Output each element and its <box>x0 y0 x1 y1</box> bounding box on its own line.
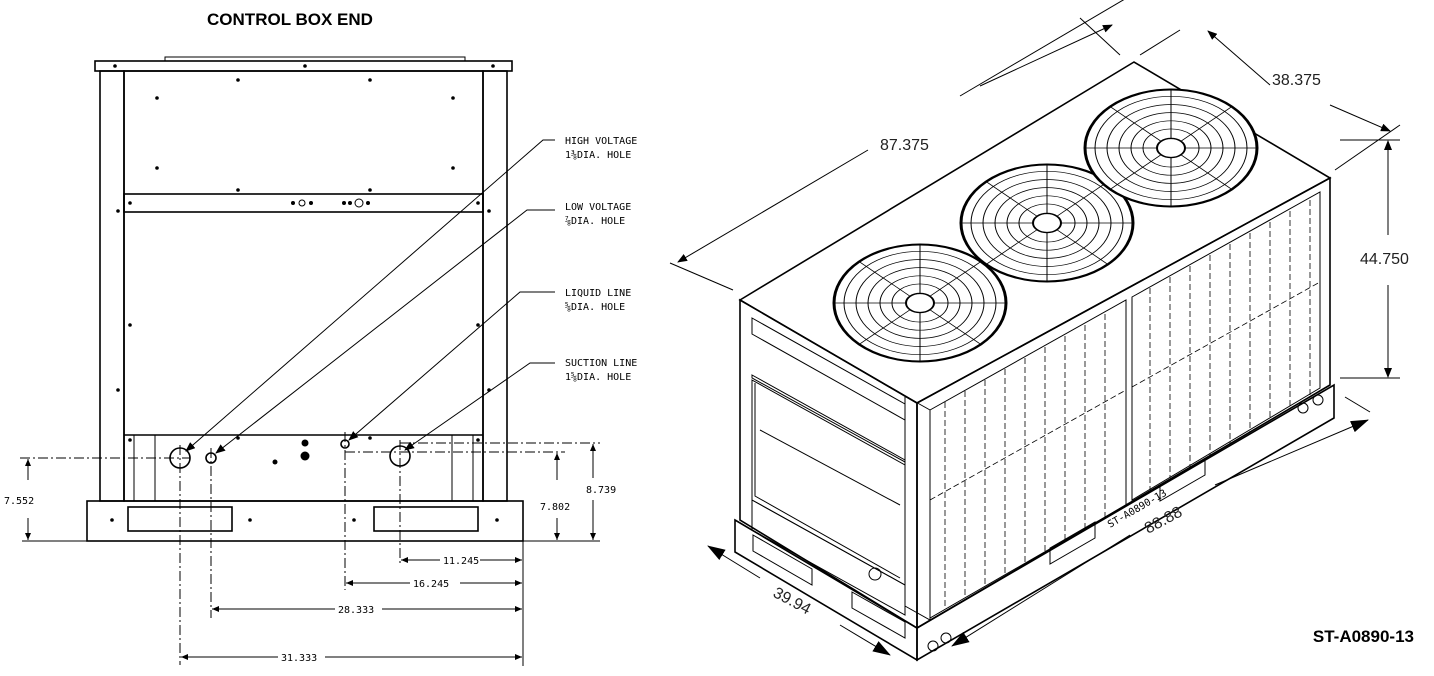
dim-w1: 11.245 <box>443 556 479 567</box>
dim-w3: 28.333 <box>338 605 374 616</box>
dim-height: 44.750 <box>1360 251 1409 268</box>
dim-top-width: 38.375 <box>1272 72 1321 89</box>
callout-low-voltage-line1: LOW VOLTAGE <box>565 202 631 213</box>
callout-high-voltage-line2: 1⅜DIA. HOLE <box>565 149 631 161</box>
callout-leaders <box>185 139 555 454</box>
fan-guard-1 <box>832 243 1008 363</box>
iso-dimensions: 87.375 38.375 44.750 88.88 39.94 <box>669 0 1409 656</box>
dim-left-height: 7.552 <box>4 496 34 507</box>
callout-suction-line-line1: SUCTION LINE <box>565 358 637 369</box>
callout-low-voltage-line2: ⅞DIA. HOLE <box>565 215 625 227</box>
callout-suction-line-line2: 1⅝DIA. HOLE <box>565 371 631 383</box>
callout-high-voltage-line1: HIGH VOLTAGE <box>565 136 637 147</box>
end-view <box>86 56 524 542</box>
end-view-title: CONTROL BOX END <box>207 10 373 29</box>
callout-labels: HIGH VOLTAGE 1⅜DIA. HOLE LOW VOLTAGE ⅞DI… <box>565 136 637 383</box>
dim-right-height-a: 7.802 <box>540 502 570 513</box>
iso-unit: ST-A0890-13 <box>734 61 1335 662</box>
drawing-reference: ST-A0890-13 <box>1313 627 1414 646</box>
fan-guard-3 <box>1083 88 1259 208</box>
callout-liquid-line-line1: LIQUID LINE <box>565 288 631 299</box>
dim-right-height-b: 8.739 <box>586 485 616 496</box>
fan-guard-2 <box>959 163 1135 283</box>
end-view-dimensions: 7.552 7.802 8.739 11.245 16.245 28.333 3… <box>4 432 616 666</box>
dim-top-length: 87.375 <box>880 137 929 154</box>
callout-liquid-line-line2: ⅝DIA. HOLE <box>565 301 625 313</box>
dim-w2: 16.245 <box>413 579 449 590</box>
dim-w4: 31.333 <box>281 653 317 664</box>
dim-base-width: 39.94 <box>770 585 813 619</box>
